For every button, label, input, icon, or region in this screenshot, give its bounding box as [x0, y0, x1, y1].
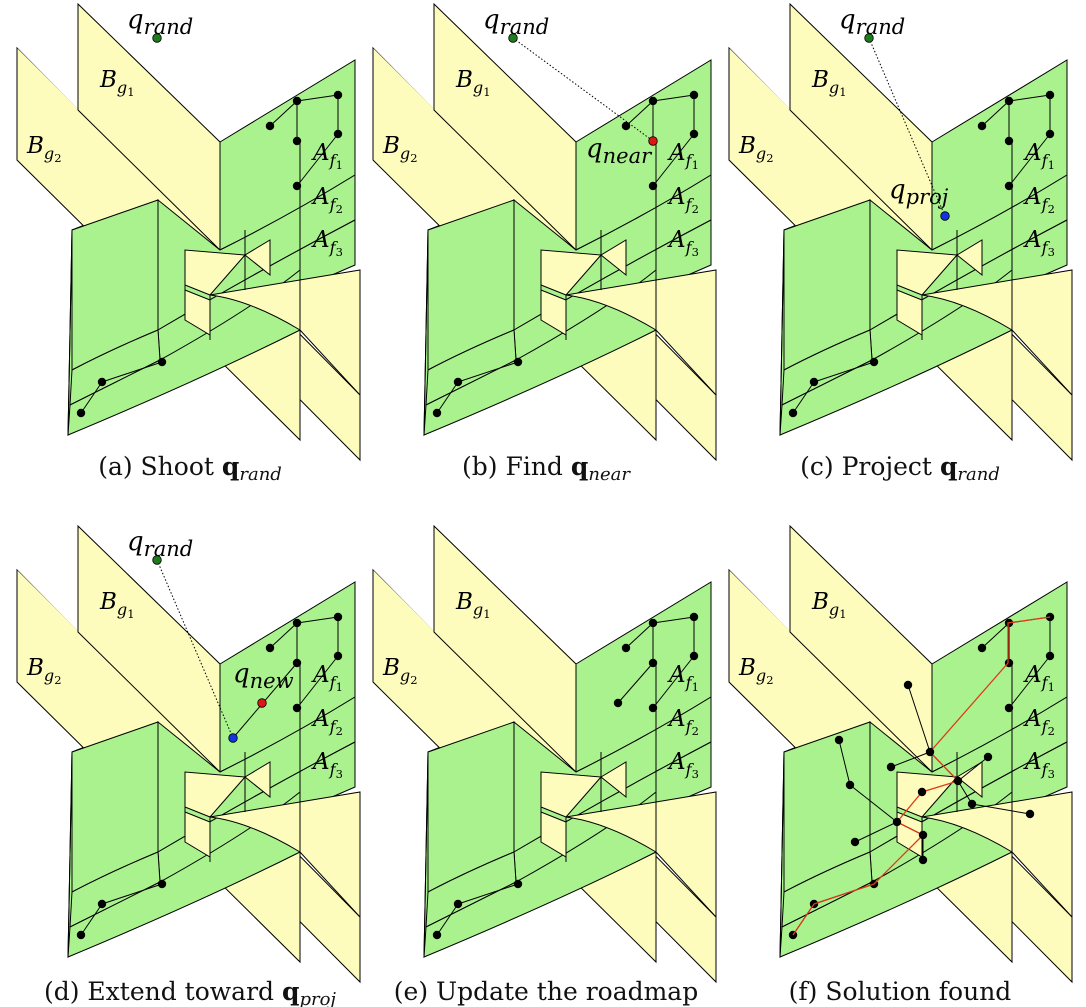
manifold-label-Af2: Af2: [1023, 184, 1055, 216]
panel-d: [16, 525, 361, 983]
q-rand-label: qrand: [127, 5, 193, 39]
q-proj-point: [228, 733, 238, 743]
manifold-label-Af3: Af3: [1023, 227, 1055, 259]
manifold-label-Af1: Af1: [1023, 662, 1055, 694]
q-rand-label: qrand: [839, 5, 905, 39]
manifold-label-Af1: Af1: [311, 662, 343, 694]
manifold-label-Bg2: Bg2: [26, 133, 62, 165]
manifold-label-Af2: Af2: [667, 184, 699, 216]
manifold-label-Af2: Af2: [1023, 706, 1055, 738]
manifold-label-Af1: Af1: [1023, 140, 1055, 172]
panel-c: [728, 3, 1073, 461]
manifold-label-Bg1: Bg1: [811, 589, 847, 621]
caption-a: (a) Shoot qrand: [98, 452, 282, 485]
caption-e: (e) Update the roadmap: [394, 977, 698, 1006]
q-rand-label: qrand: [127, 527, 193, 561]
manifold-label-Bg2: Bg2: [738, 655, 774, 687]
manifold-label-Bg1: Bg1: [455, 67, 491, 99]
panel-e: [372, 525, 717, 983]
manifold-label-Af3: Af3: [1023, 749, 1055, 781]
q-rand-label: qrand: [483, 5, 549, 39]
panel-f: [728, 525, 1073, 983]
caption-f: (f) Solution found: [789, 977, 1012, 1006]
manifold-label-Af2: Af2: [667, 706, 699, 738]
manifold-label-Bg2: Bg2: [382, 133, 418, 165]
manifold-label-Af2: Af2: [311, 706, 343, 738]
q-new-point: [257, 698, 267, 708]
manifold-label-Af1: Af1: [667, 662, 699, 694]
manifold-label-Bg2: Bg2: [26, 655, 62, 687]
manifold-label-Af1: Af1: [311, 140, 343, 172]
manifold-label-Bg2: Bg2: [738, 133, 774, 165]
new-node: [613, 698, 623, 708]
q-rand-point: [864, 33, 874, 43]
q-near-point: [648, 136, 658, 146]
q-near-label: qnear: [586, 134, 653, 168]
panel-a: [16, 3, 361, 461]
manifold-label-Bg1: Bg1: [811, 67, 847, 99]
caption-c: (c) Project qrand: [800, 452, 1000, 485]
manifold-label-Af3: Af3: [311, 749, 343, 781]
manifold-label-Bg2: Bg2: [382, 655, 418, 687]
manifold-label-Af3: Af3: [311, 227, 343, 259]
manifold-label-Af3: Af3: [667, 749, 699, 781]
panel-b: [372, 3, 717, 461]
caption-d: (d) Extend toward qproj: [44, 977, 336, 1007]
manifold-label-Af3: Af3: [667, 227, 699, 259]
manifold-label-Bg1: Bg1: [455, 589, 491, 621]
panel-captions: (a) Shoot qrand (b) Find qnear (c) Project…: [44, 452, 1011, 1007]
manifold-label-Af1: Af1: [667, 140, 699, 172]
q-rand-point: [508, 33, 518, 43]
point-labels: qrand qrand qrand qnear qproj qrand qnew: [127, 5, 949, 693]
manifold-label-Af2: Af2: [311, 184, 343, 216]
q-rand-point: [152, 555, 162, 565]
q-new-label: qnew: [233, 659, 294, 693]
q-proj-point: [940, 211, 950, 221]
manifold-label-Bg1: Bg1: [99, 67, 135, 99]
q-rand-point: [152, 33, 162, 43]
q-proj-label: qproj: [889, 175, 949, 209]
caption-b: (b) Find qnear: [462, 452, 631, 485]
manifold-label-Bg1: Bg1: [99, 589, 135, 621]
